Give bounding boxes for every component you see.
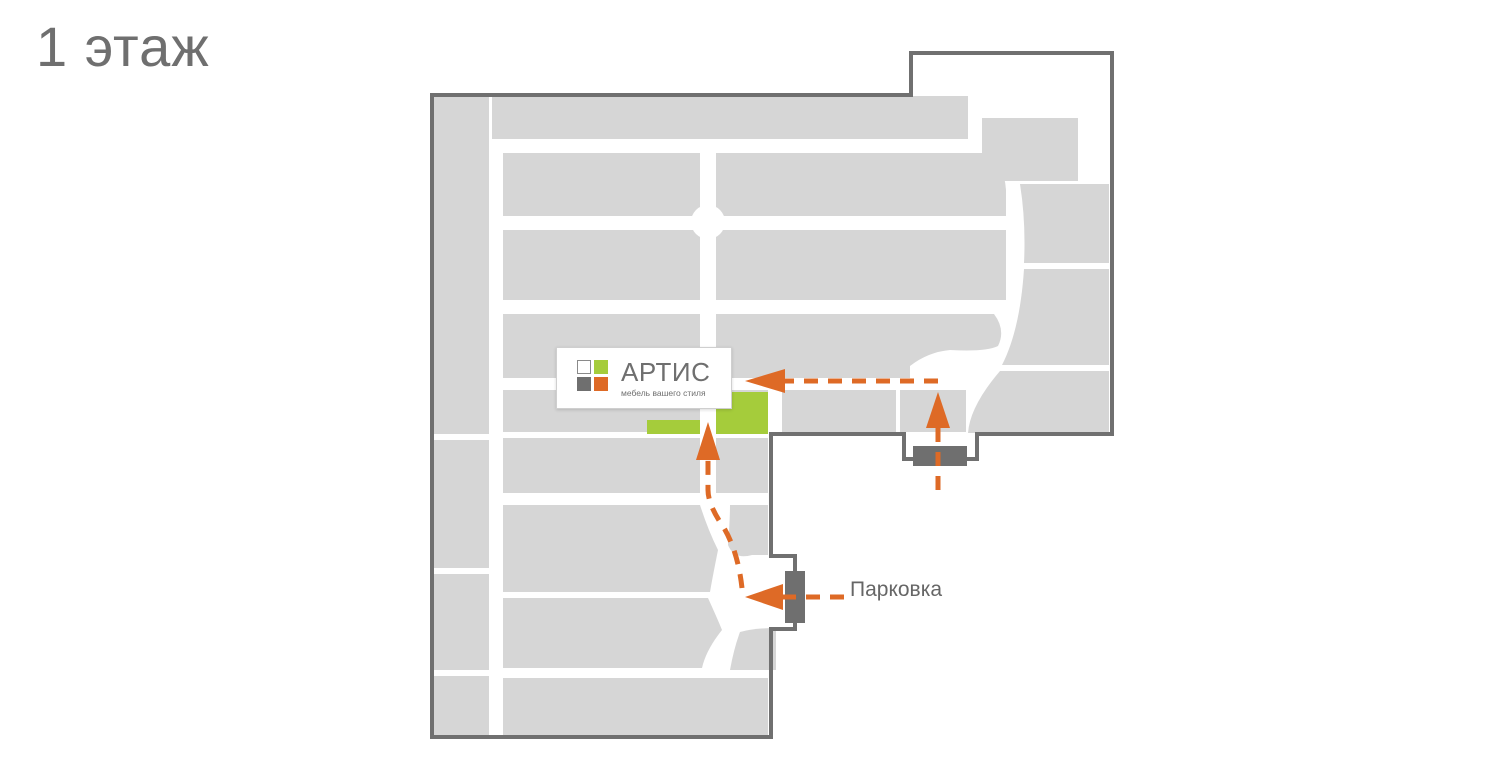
block — [716, 438, 768, 493]
route-parking-arrowhead — [745, 584, 783, 610]
route-parking-to-store — [705, 460, 745, 589]
block — [503, 438, 700, 493]
building-outline — [430, 51, 1114, 739]
artis-logo-card[interactable]: АРТИС мебель вашего стиля — [556, 347, 732, 409]
block — [716, 230, 1006, 300]
block — [1002, 269, 1109, 365]
block — [503, 505, 718, 592]
block — [432, 96, 489, 434]
store-name: АРТИС — [621, 357, 711, 387]
block — [728, 505, 768, 557]
block — [716, 153, 1006, 216]
route-parking-to-store-arrowhead — [696, 422, 720, 460]
block — [968, 371, 1109, 433]
block — [1020, 184, 1109, 263]
block — [716, 314, 1002, 378]
block — [503, 678, 768, 737]
route-east-arrowhead — [926, 392, 950, 428]
floor-title: 1 этаж — [36, 15, 210, 78]
block — [503, 153, 700, 216]
block — [782, 390, 896, 432]
block — [503, 598, 722, 668]
routes — [696, 369, 950, 610]
route-east-to-store-arrowhead — [745, 369, 785, 393]
logo-squares-icon — [577, 360, 609, 392]
block — [492, 96, 968, 139]
parking-label: Парковка — [850, 578, 943, 601]
block — [982, 118, 1078, 181]
block — [503, 230, 700, 300]
artis-shop-strip — [647, 420, 700, 434]
block — [432, 440, 489, 568]
store-blocks — [432, 96, 1109, 737]
store-tagline: мебель вашего стиля — [621, 388, 706, 398]
central-plaza — [691, 205, 725, 239]
block — [432, 574, 489, 670]
block — [432, 676, 489, 737]
block — [730, 628, 776, 670]
